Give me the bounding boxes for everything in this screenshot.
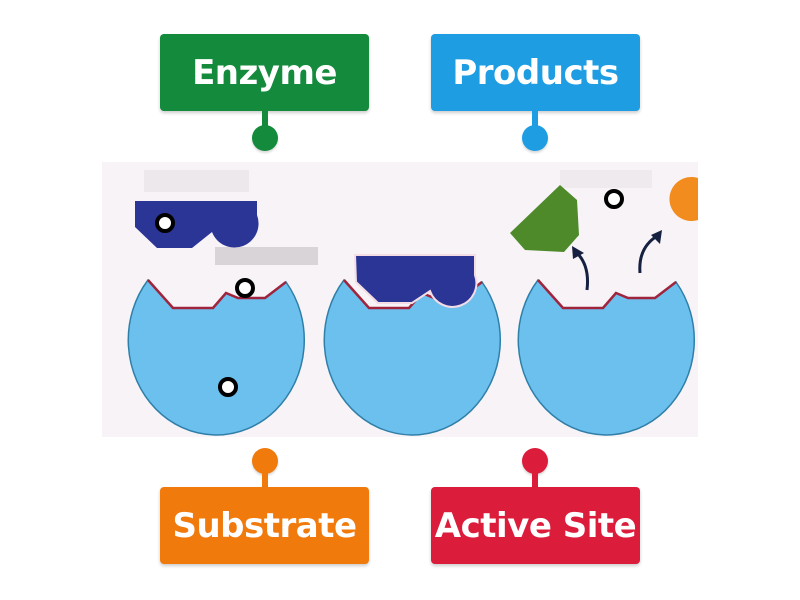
connector-line xyxy=(532,110,538,130)
connector-dot[interactable] xyxy=(522,125,548,151)
blank-placeholder xyxy=(144,170,249,192)
hotspot-marker[interactable] xyxy=(604,189,624,209)
arrowhead-icon xyxy=(651,230,662,244)
connector-line xyxy=(532,465,538,489)
enzyme-shape xyxy=(517,278,695,436)
product-orange-shape xyxy=(669,177,698,221)
label-text: Active Site xyxy=(434,505,637,546)
connector-dot[interactable] xyxy=(252,125,278,151)
product-green-shape xyxy=(510,185,579,252)
connector-line xyxy=(262,110,268,130)
hotspot-marker[interactable] xyxy=(218,377,238,397)
active-site-outline xyxy=(147,279,287,310)
label-text: Products xyxy=(452,52,619,93)
blank-placeholder xyxy=(215,247,318,265)
hotspot-marker[interactable] xyxy=(155,213,175,233)
bound-substrate-shape xyxy=(353,254,478,308)
label-products[interactable]: Products xyxy=(431,34,640,111)
substrate-shape xyxy=(135,201,259,248)
enzyme-shape xyxy=(323,278,501,436)
label-active-site[interactable]: Active Site xyxy=(431,487,640,564)
blank-placeholder xyxy=(560,170,652,188)
label-text: Substrate xyxy=(172,505,357,546)
active-site-outline xyxy=(537,279,677,310)
arrowhead-icon xyxy=(572,246,584,259)
hotspot-marker[interactable] xyxy=(235,278,255,298)
enzyme-shape xyxy=(127,278,305,436)
label-text: Enzyme xyxy=(192,52,337,93)
label-substrate[interactable]: Substrate xyxy=(160,487,369,564)
label-enzyme[interactable]: Enzyme xyxy=(160,34,369,111)
connector-line xyxy=(262,465,268,489)
